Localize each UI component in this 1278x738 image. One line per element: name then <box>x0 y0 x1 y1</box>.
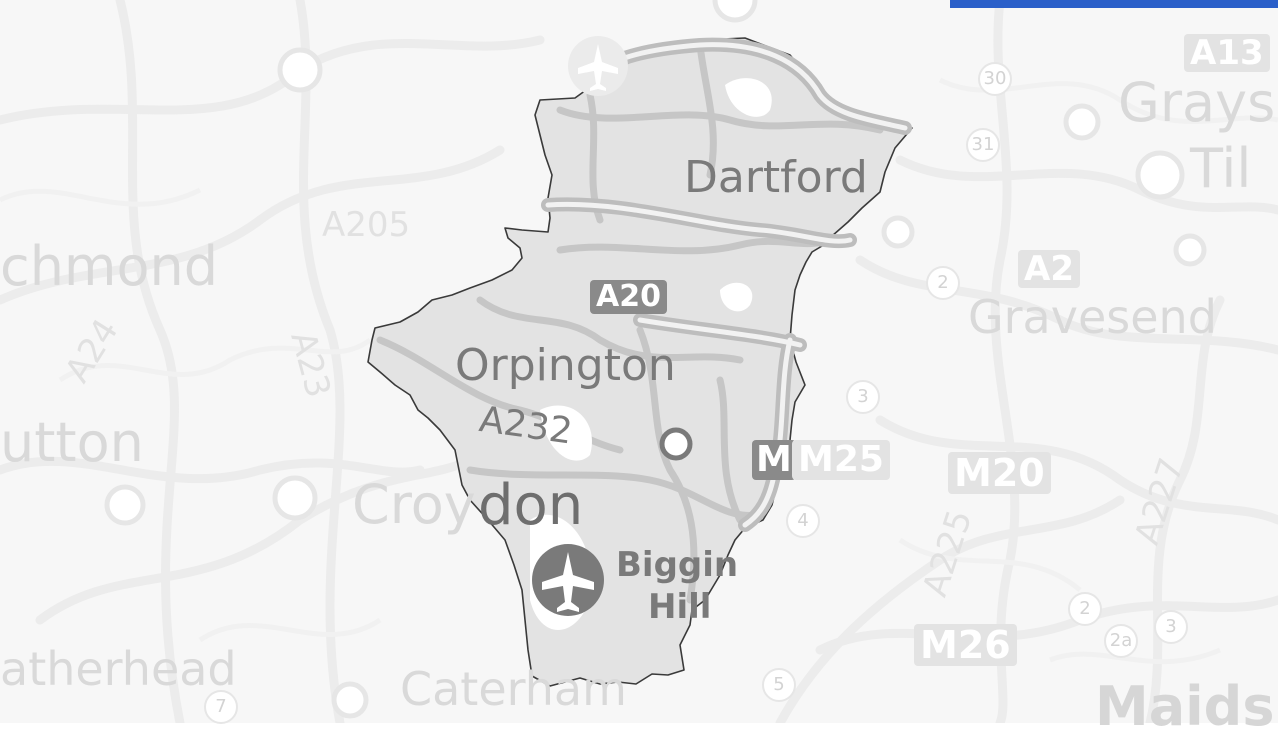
town-markers <box>104 0 1207 719</box>
junction-marker: 31 <box>966 128 1000 162</box>
town-label-caterham: Caterham <box>400 662 627 716</box>
town-label-biggin: Biggin <box>616 545 739 585</box>
town-label-grays: Grays <box>1118 71 1276 134</box>
airport-icon <box>532 544 604 616</box>
junction-marker: 2 <box>1068 592 1102 626</box>
road-shield-m25: M25 <box>792 440 890 480</box>
road-shield-m26: M26 <box>914 624 1017 666</box>
road-shield-a13: A13 <box>1184 34 1270 72</box>
town-label-dartford: Dartford <box>684 152 868 203</box>
town-label-leatherhead: atherhead <box>0 642 237 696</box>
road-label-a205: A205 <box>322 205 411 245</box>
road-shield-m25-m: M <box>752 440 796 480</box>
town-label-gravesend: Gravesend <box>968 290 1217 344</box>
town-label-croydon: Croy <box>352 473 476 536</box>
town-label-maidstone: Maids <box>1095 675 1275 738</box>
junction-marker: 2 <box>926 266 960 300</box>
orpington-marker <box>659 427 693 461</box>
airport-icon-faint <box>568 36 628 96</box>
junction-marker: 5 <box>762 668 796 702</box>
accent-bar <box>950 0 1278 8</box>
town-label-richmond: chmond <box>0 235 219 298</box>
highlighted-district-area[interactable] <box>367 37 913 687</box>
road-shield-a20: A20 <box>590 280 667 314</box>
town-label-orpington: Orpington <box>455 340 676 391</box>
junction-marker: 4 <box>786 504 820 538</box>
junction-marker: 30 <box>978 62 1012 96</box>
town-label-sutton: utton <box>0 411 144 474</box>
town-label-hill: Hill <box>648 587 712 627</box>
junction-marker: 2a <box>1104 624 1138 658</box>
junction-marker: 7 <box>204 690 238 724</box>
road-shield-a2: A2 <box>1018 250 1080 288</box>
junction-marker: 3 <box>846 380 880 414</box>
map-base-layer <box>0 0 1278 723</box>
town-label-tilbury: Til <box>1190 137 1252 200</box>
road-shield-m20: M20 <box>948 452 1051 494</box>
town-label-croydon-inside: don <box>478 473 584 538</box>
junction-marker: 3 <box>1154 610 1188 644</box>
